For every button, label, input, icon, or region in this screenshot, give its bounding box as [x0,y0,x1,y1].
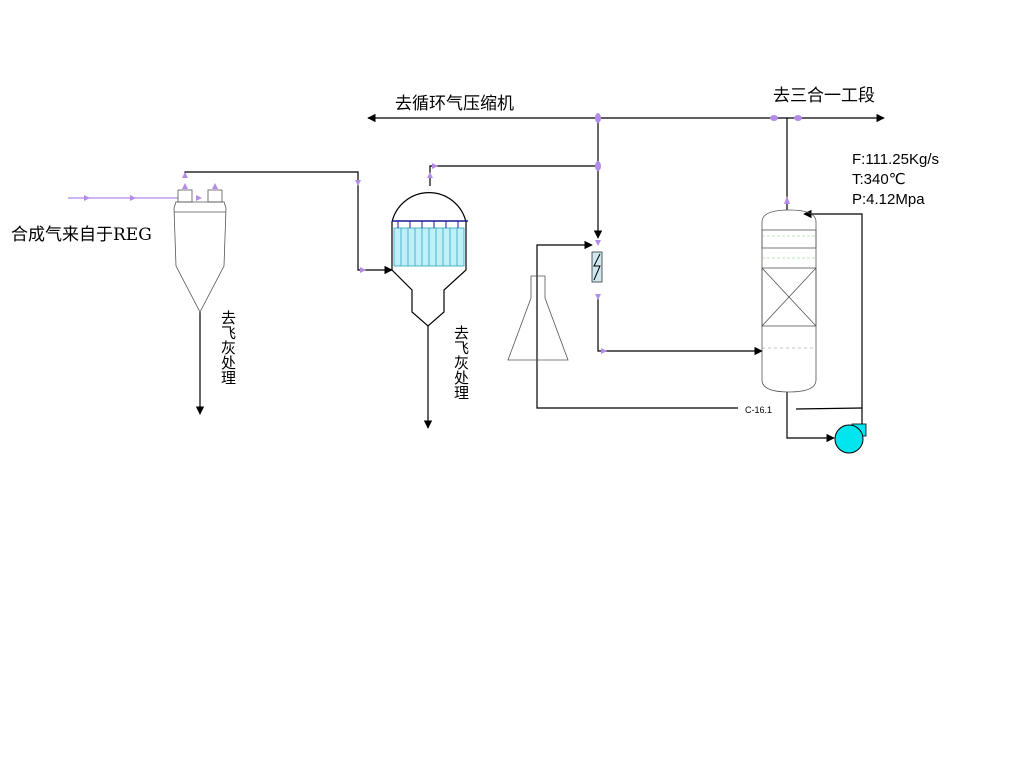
ash-label-2: 去飞灰处理 [452,325,470,400]
flash-vessel [507,275,569,361]
pump [834,423,867,454]
column-feed-line [597,298,763,356]
column-tag: C-16.1 [745,405,772,415]
distillation-column [761,209,817,393]
flow-markers [84,113,802,354]
temperature-label: T:340℃ [852,171,906,188]
reflux-line [803,209,863,428]
cyclone-separator [173,189,227,313]
tubular-reactor [391,192,468,327]
flow-rate-label: F:111.25Kg/s [852,151,939,168]
recycle-compressor-label: 去循环气压缩机 [395,94,514,114]
return-loop-line [536,240,738,409]
column-bottoms-line [786,392,835,443]
ash-label-1: 去飞灰处理 [219,310,237,385]
reactor-overhead-line [429,120,599,186]
heat-exchanger [591,251,603,283]
pressure-label: P:4.12Mpa [852,191,925,208]
three-in-one-label: 去三合一工段 [773,86,875,106]
feed-label: 合成气来自于REG [11,225,152,245]
bypass-line [795,407,863,410]
